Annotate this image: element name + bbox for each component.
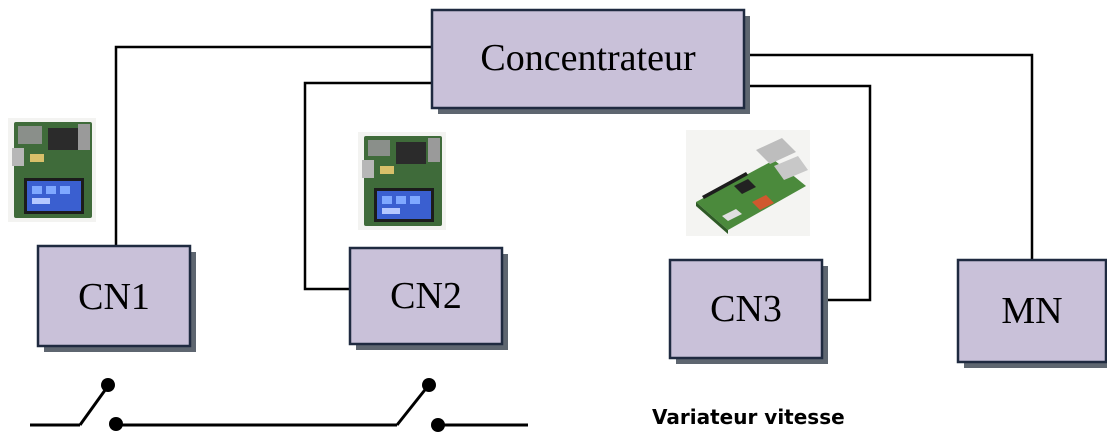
- connection-wires: [114, 45, 1034, 302]
- cn2-board-image: [358, 132, 446, 230]
- cn2-node: CN2: [348, 246, 508, 350]
- switch-2-pivot: [422, 378, 436, 392]
- wire-hub-cn3: [744, 84, 872, 302]
- cn3-raspberry-pi-image: [686, 130, 810, 236]
- cn1-board-image: [8, 118, 96, 222]
- cn3-label: CN3: [710, 288, 782, 330]
- variateur-caption: Variateur vitesse: [652, 405, 845, 429]
- switch-2-arm: [395, 385, 430, 426]
- wire-hub-cn2: [303, 81, 432, 291]
- cn3-node: CN3: [668, 258, 828, 364]
- cn1-node: CN1: [36, 244, 196, 352]
- hub-node: Concentrateur: [430, 8, 750, 114]
- cn1-label: CN1: [78, 276, 150, 318]
- mn-label: MN: [1001, 290, 1062, 332]
- bus-line: [30, 378, 528, 432]
- switch-1-pivot: [101, 378, 115, 392]
- cn2-label: CN2: [390, 275, 462, 317]
- hub-label: Concentrateur: [480, 37, 696, 79]
- wire-hub-cn1: [114, 45, 432, 247]
- switch-1-arm: [78, 385, 110, 426]
- mn-node: MN: [956, 258, 1107, 368]
- wire-hub-mn: [744, 53, 1034, 260]
